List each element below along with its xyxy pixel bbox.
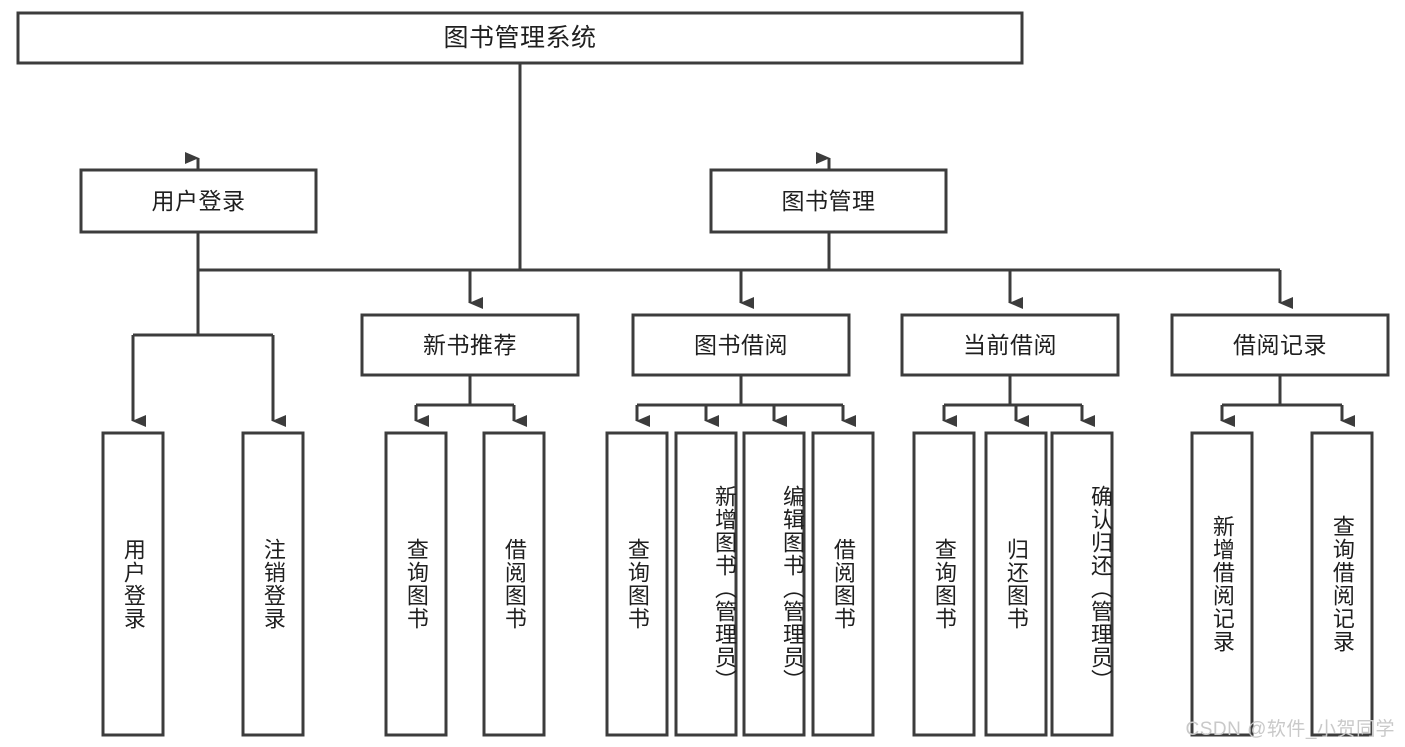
node-box-borrow-record[interactable] — [1170, 313, 1390, 377]
node-box-leaf-edit-book[interactable] — [742, 431, 806, 737]
node-box-new-book-rec[interactable] — [360, 313, 580, 377]
node-box-leaf-borrow-book-2[interactable] — [811, 431, 875, 737]
connector-userlogin-to-leaves — [131, 232, 286, 427]
node-box-leaf-query-book-2[interactable] — [605, 431, 669, 737]
node-box-leaf-query-book-3[interactable] — [912, 431, 976, 737]
connector-bookmanage-to-level3 — [468, 232, 1293, 309]
node-box-leaf-query-record[interactable] — [1310, 431, 1374, 737]
node-box-leaf-add-book[interactable] — [674, 431, 738, 737]
node-box-leaf-add-record[interactable] — [1190, 431, 1254, 737]
node-box-book-borrow[interactable] — [631, 313, 851, 377]
connector-root-to-level2 — [185, 63, 831, 272]
connector-newbookrec-to-leaves — [414, 375, 527, 427]
node-box-user-login[interactable] — [79, 168, 318, 234]
node-box-book-manage[interactable] — [709, 168, 948, 234]
node-box-leaf-borrow-book-1[interactable] — [482, 431, 546, 737]
node-box-leaf-return-book[interactable] — [984, 431, 1048, 737]
connector-currentborrow-to-leaves — [942, 375, 1095, 427]
node-box-leaf-logout[interactable] — [241, 431, 305, 737]
node-box-leaf-user-login[interactable] — [101, 431, 165, 737]
csdn-watermark: CSDN @软件_小贺同学 — [1185, 719, 1395, 740]
connector-bookborrow-to-leaves — [635, 375, 856, 427]
node-box-leaf-confirm-return[interactable] — [1050, 431, 1114, 737]
node-box-leaf-query-book-1[interactable] — [384, 431, 448, 737]
connector-borrowrecord-to-leaves — [1220, 375, 1355, 427]
node-box-root[interactable] — [16, 11, 1024, 65]
node-box-current-borrow[interactable] — [900, 313, 1120, 377]
